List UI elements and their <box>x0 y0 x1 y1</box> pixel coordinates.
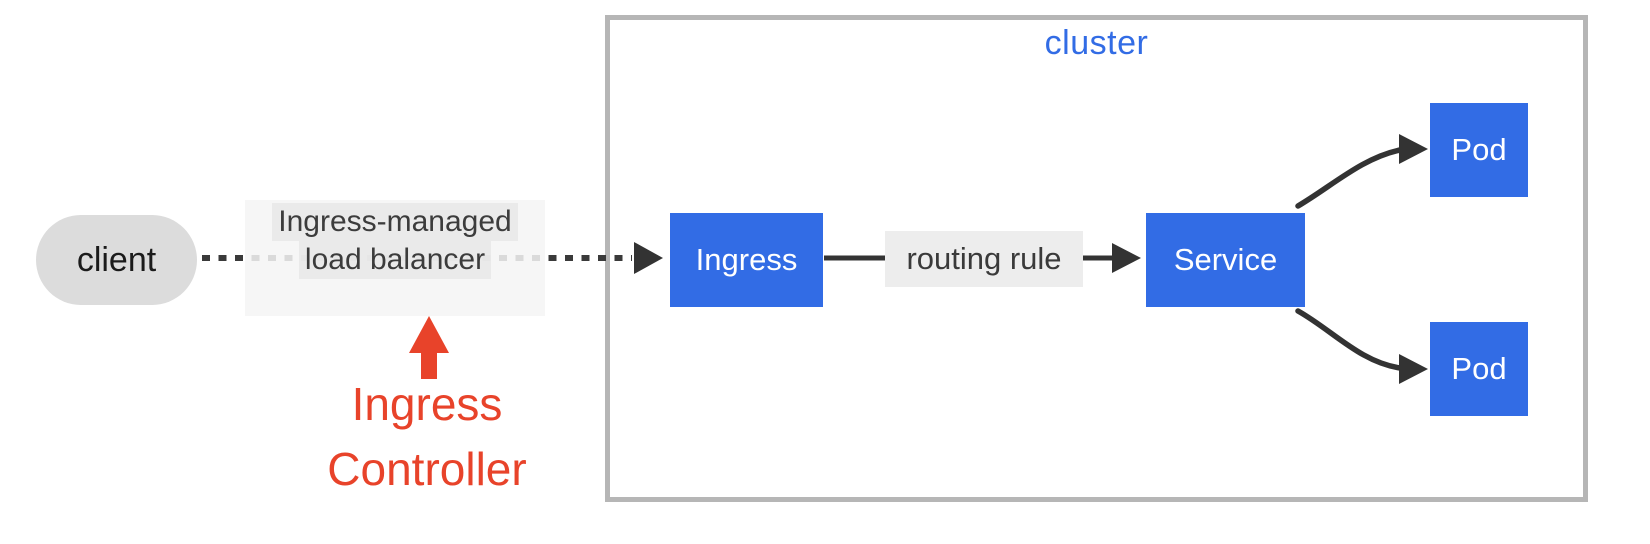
routing-rule-label-text: routing rule <box>906 241 1062 276</box>
pod-node-top: Pod <box>1430 103 1528 197</box>
ingress-controller-annotation: Ingress Controller <box>277 372 577 502</box>
service-node: Service <box>1146 213 1305 307</box>
ingress-controller-annotation-line1: Ingress <box>351 378 503 430</box>
service-to-bottom-pod-arrowhead-icon <box>1399 354 1428 384</box>
client-label: client <box>76 240 157 279</box>
pod-node-top-label: Pod <box>1451 132 1507 167</box>
service-node-label: Service <box>1173 242 1278 277</box>
load-balancer-label-line1: Ingress-managed <box>272 203 518 241</box>
ingress-node-label: Ingress <box>695 242 798 277</box>
routing-to-service-arrowhead-icon <box>1112 243 1141 273</box>
service-to-top-pod-curve <box>1295 147 1403 209</box>
ingress-controller-arrow-icon <box>409 316 449 353</box>
pod-node-bottom-label: Pod <box>1451 351 1507 386</box>
ingress-node: Ingress <box>670 213 823 307</box>
pod-node-bottom: Pod <box>1430 322 1528 416</box>
ingress-controller-annotation-line2: Controller <box>327 443 527 495</box>
routing-rule-label: routing rule <box>885 231 1083 287</box>
service-to-bottom-pod-curve <box>1295 308 1403 371</box>
load-balancer-label: Ingress-managed load balancer <box>245 200 545 316</box>
ingress-controller-arrow-stem <box>421 351 437 379</box>
client-node: client <box>36 215 197 305</box>
load-balancer-label-line2: load balancer <box>298 241 492 279</box>
cluster-label: cluster <box>1044 24 1149 62</box>
client-to-ingress-arrowhead-icon <box>634 242 663 274</box>
service-to-top-pod-arrowhead-icon <box>1399 134 1428 164</box>
